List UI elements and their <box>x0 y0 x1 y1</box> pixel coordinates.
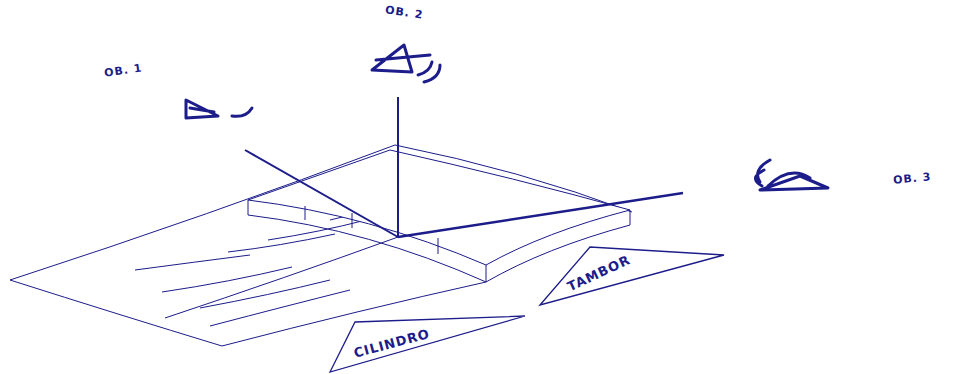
triangle-outline <box>538 243 728 308</box>
cylinder-sheet <box>10 145 632 346</box>
generatrix-line <box>210 290 350 326</box>
generatrix-line <box>162 267 292 292</box>
drum-front <box>248 200 486 282</box>
eye-symbol <box>232 108 252 116</box>
drum-slab <box>248 150 630 282</box>
triangle-tag: CILINDRO <box>328 312 528 374</box>
eye-symbol <box>760 173 828 190</box>
observer-label: OB. 2 <box>384 3 424 21</box>
triangle-tag: TAMBOR <box>538 243 728 308</box>
observer-label: OB. 3 <box>893 170 932 186</box>
generatrix-line <box>228 234 335 252</box>
sight-line <box>245 150 398 237</box>
drum-top <box>248 150 630 265</box>
eye-symbol <box>418 62 440 82</box>
eye-symbol <box>755 160 770 186</box>
triangle-outline <box>328 312 528 374</box>
sight-lines <box>245 97 683 237</box>
generatrix-line <box>165 237 398 318</box>
sight-line <box>397 97 399 237</box>
generatrix-line <box>268 220 366 240</box>
triangle-shape <box>330 316 525 372</box>
observer-label: OB. 1 <box>103 61 143 79</box>
sight-line <box>398 193 683 237</box>
triangle-shape <box>540 247 724 305</box>
generatrix-line <box>200 280 330 308</box>
drum-tick <box>305 206 438 254</box>
generatrix-line <box>135 255 250 270</box>
eye-symbol <box>372 45 430 72</box>
observer-eyes <box>186 45 828 190</box>
sheet-edge <box>10 145 632 280</box>
eye-symbol <box>186 100 218 118</box>
